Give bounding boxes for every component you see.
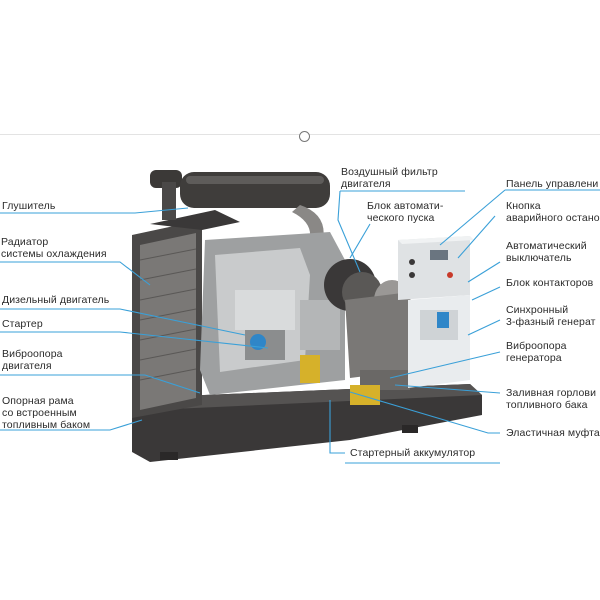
label-diesel-engine: Дизельный двигатель: [2, 294, 110, 306]
engine-mount-leader: [0, 374, 201, 394]
label-sync-generator: Синхронный 3-фазный генерат: [506, 304, 596, 328]
label-base-frame: Опорная рама со встроенным топливным бак…: [2, 395, 91, 431]
base-frame-leader: [0, 419, 143, 431]
label-emergency-stop: Кнопка аварийного остано: [506, 200, 600, 224]
engine-drawing: [200, 232, 345, 395]
diesel-engine-leader: [0, 308, 246, 336]
base-frame-drawing: [132, 384, 482, 462]
contactor-leader: [471, 286, 501, 301]
starter-leader: [0, 331, 269, 349]
auto-breaker-leader: [467, 261, 501, 283]
fuel-filler-leader: [394, 384, 501, 394]
label-muffler: Глушитель: [2, 200, 56, 212]
sync-generator-leader: [467, 319, 501, 336]
label-starter-battery: Стартерный аккумулятор: [350, 447, 476, 459]
label-auto-start-unit: Блок автомати- ческого пуска: [367, 200, 444, 224]
label-generator-mount: Виброопора генератора: [506, 340, 567, 364]
label-elastic-coupling: Эластичная муфта: [506, 427, 600, 439]
radiator-leader: [0, 261, 151, 286]
label-air-filter: Воздушный фильтр двигателя: [341, 166, 438, 190]
label-contactor-unit: Блок контакторов: [506, 277, 594, 289]
air-filter-leader: [337, 190, 361, 273]
muffler-leader: [0, 207, 189, 214]
generator-mount-leader: [389, 351, 501, 379]
control-panel-leader: [439, 189, 506, 246]
cursor-marker: [299, 131, 310, 142]
elastic-coupling-leader: [349, 391, 500, 434]
auto-start-leader: [349, 223, 371, 259]
label-fuel-filler: Заливная горлови топливного бака: [506, 387, 597, 411]
muffler-drawing: [150, 170, 330, 262]
starter-battery-leader: [329, 400, 345, 454]
emergency-stop-leader: [457, 215, 496, 259]
label-engine-mount: Виброопора двигателя: [2, 348, 63, 372]
label-control-panel: Панель управлени: [506, 178, 599, 190]
label-starter: Стартер: [2, 318, 43, 330]
label-radiator: Радиатор системы охлаждения: [1, 236, 107, 260]
label-auto-breaker: Автоматический выключатель: [506, 240, 587, 264]
generator-body-drawing: [345, 292, 415, 405]
control-panel-drawing: [398, 236, 474, 388]
